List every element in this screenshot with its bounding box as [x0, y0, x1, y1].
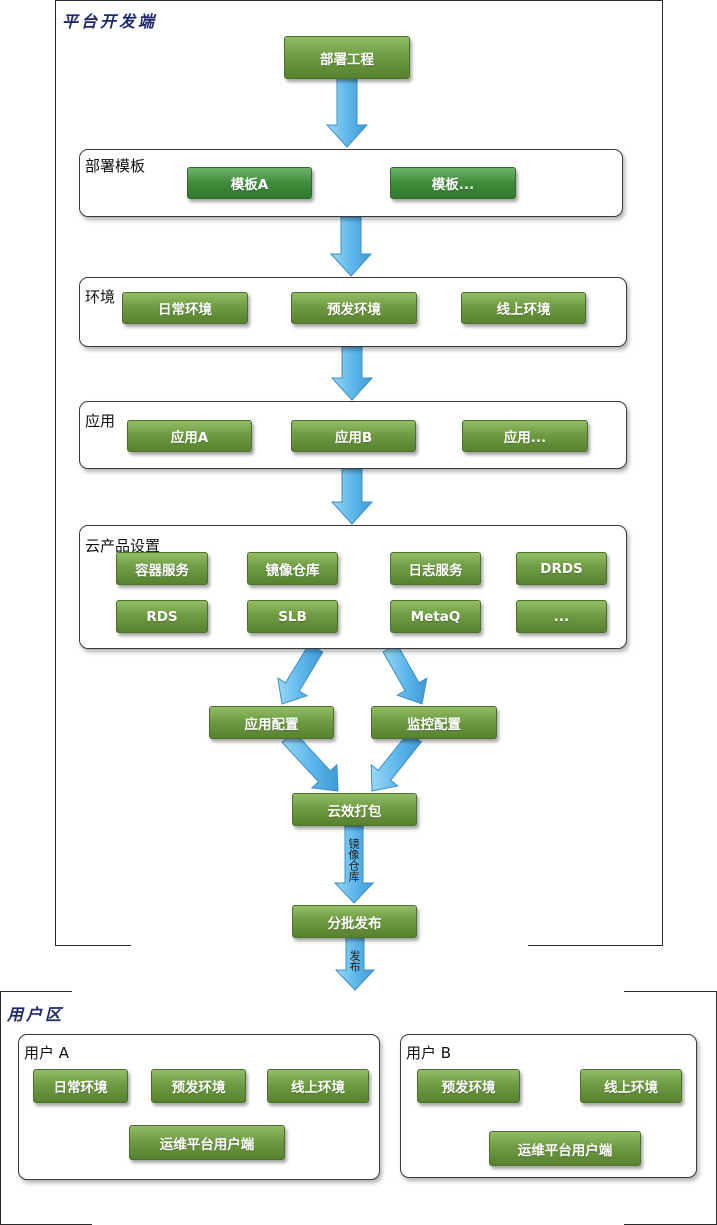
app-config-box[interactable]: 应用配置: [209, 706, 334, 739]
platform-title: 平台开发端: [62, 12, 158, 31]
mirror-arrow-label: 镜像仓库: [347, 838, 360, 882]
cloud-product-panel-title: 云产品设置: [85, 537, 161, 555]
image-registry-box[interactable]: 镜像仓库: [247, 552, 338, 585]
template-panel-title: 部署模板: [85, 157, 146, 175]
application-panel-title: 应用: [85, 412, 116, 430]
user-region-title: 用户区: [7, 1005, 65, 1024]
arrow-monitor-config-to-packaging: [370, 731, 423, 792]
user-a-staging-box[interactable]: 预发环境: [151, 1069, 246, 1103]
template-more-box[interactable]: 模板...: [390, 167, 516, 199]
container-service-box[interactable]: 容器服务: [116, 552, 208, 585]
arrow-cloud-to-monitor-config: [382, 643, 428, 705]
arrow-template-to-env: [329, 216, 373, 277]
user-a-title: 用户 A: [24, 1044, 70, 1062]
user-b-ops-client-box[interactable]: 运维平台用户端: [489, 1131, 641, 1166]
platform-frame-gap: [131, 943, 528, 947]
cloud-more-box[interactable]: ...: [516, 600, 607, 633]
arrow-cloud-to-app-config: [277, 643, 324, 705]
drds-box[interactable]: DRDS: [516, 552, 607, 585]
release-arrow-label: 发布: [348, 950, 361, 972]
packaging-box[interactable]: 云效打包: [292, 793, 417, 826]
cloud-product-panel: 云产品设置 容器服务 镜像仓库 日志服务 DRDS RDS SLB MetaQ …: [79, 525, 627, 649]
user-a-production-box[interactable]: 线上环境: [267, 1069, 369, 1103]
arrow-release-to-users: [334, 936, 376, 991]
env-staging-box[interactable]: 预发环境: [291, 292, 417, 324]
user-b-title: 用户 B: [406, 1044, 452, 1062]
user-region-frame-gap-bottom: [92, 1221, 624, 1225]
template-panel: 部署模板 模板A 模板...: [79, 149, 623, 217]
env-production-box[interactable]: 线上环境: [461, 292, 586, 324]
user-a-panel: 用户 A 日常环境 预发环境 线上环境 运维平台用户端: [18, 1034, 380, 1180]
log-service-box[interactable]: 日志服务: [390, 552, 481, 585]
metaq-box[interactable]: MetaQ: [390, 600, 481, 633]
application-panel: 应用 应用A 应用B 应用...: [79, 401, 627, 469]
app-b-box[interactable]: 应用B: [291, 420, 416, 452]
environment-panel-title: 环境: [85, 288, 116, 306]
app-more-box[interactable]: 应用...: [462, 420, 588, 452]
arrow-app-to-cloud: [330, 468, 374, 525]
slb-box[interactable]: SLB: [247, 600, 338, 633]
arrow-packaging-to-release: [333, 825, 375, 904]
rds-box[interactable]: RDS: [116, 600, 208, 633]
arrow-env-to-app: [330, 346, 374, 401]
environment-panel: 环境 日常环境 预发环境 线上环境: [79, 277, 627, 347]
batch-release-box[interactable]: 分批发布: [292, 905, 417, 938]
user-b-production-box[interactable]: 线上环境: [580, 1069, 682, 1103]
monitor-config-box[interactable]: 监控配置: [371, 706, 497, 739]
template-a-box[interactable]: 模板A: [187, 167, 312, 199]
user-b-staging-box[interactable]: 预发环境: [417, 1069, 520, 1103]
user-a-ops-client-box[interactable]: 运维平台用户端: [129, 1125, 285, 1160]
arrow-deploy-to-template: [325, 77, 369, 148]
env-daily-box[interactable]: 日常环境: [122, 292, 248, 324]
user-region-frame-gap-top: [72, 989, 624, 993]
app-a-box[interactable]: 应用A: [127, 420, 252, 452]
user-a-daily-box[interactable]: 日常环境: [33, 1069, 128, 1103]
deploy-project-box[interactable]: 部署工程: [284, 36, 410, 79]
user-b-panel: 用户 B 预发环境 线上环境 运维平台用户端: [400, 1034, 697, 1178]
arrow-app-config-to-packaging: [281, 730, 339, 792]
